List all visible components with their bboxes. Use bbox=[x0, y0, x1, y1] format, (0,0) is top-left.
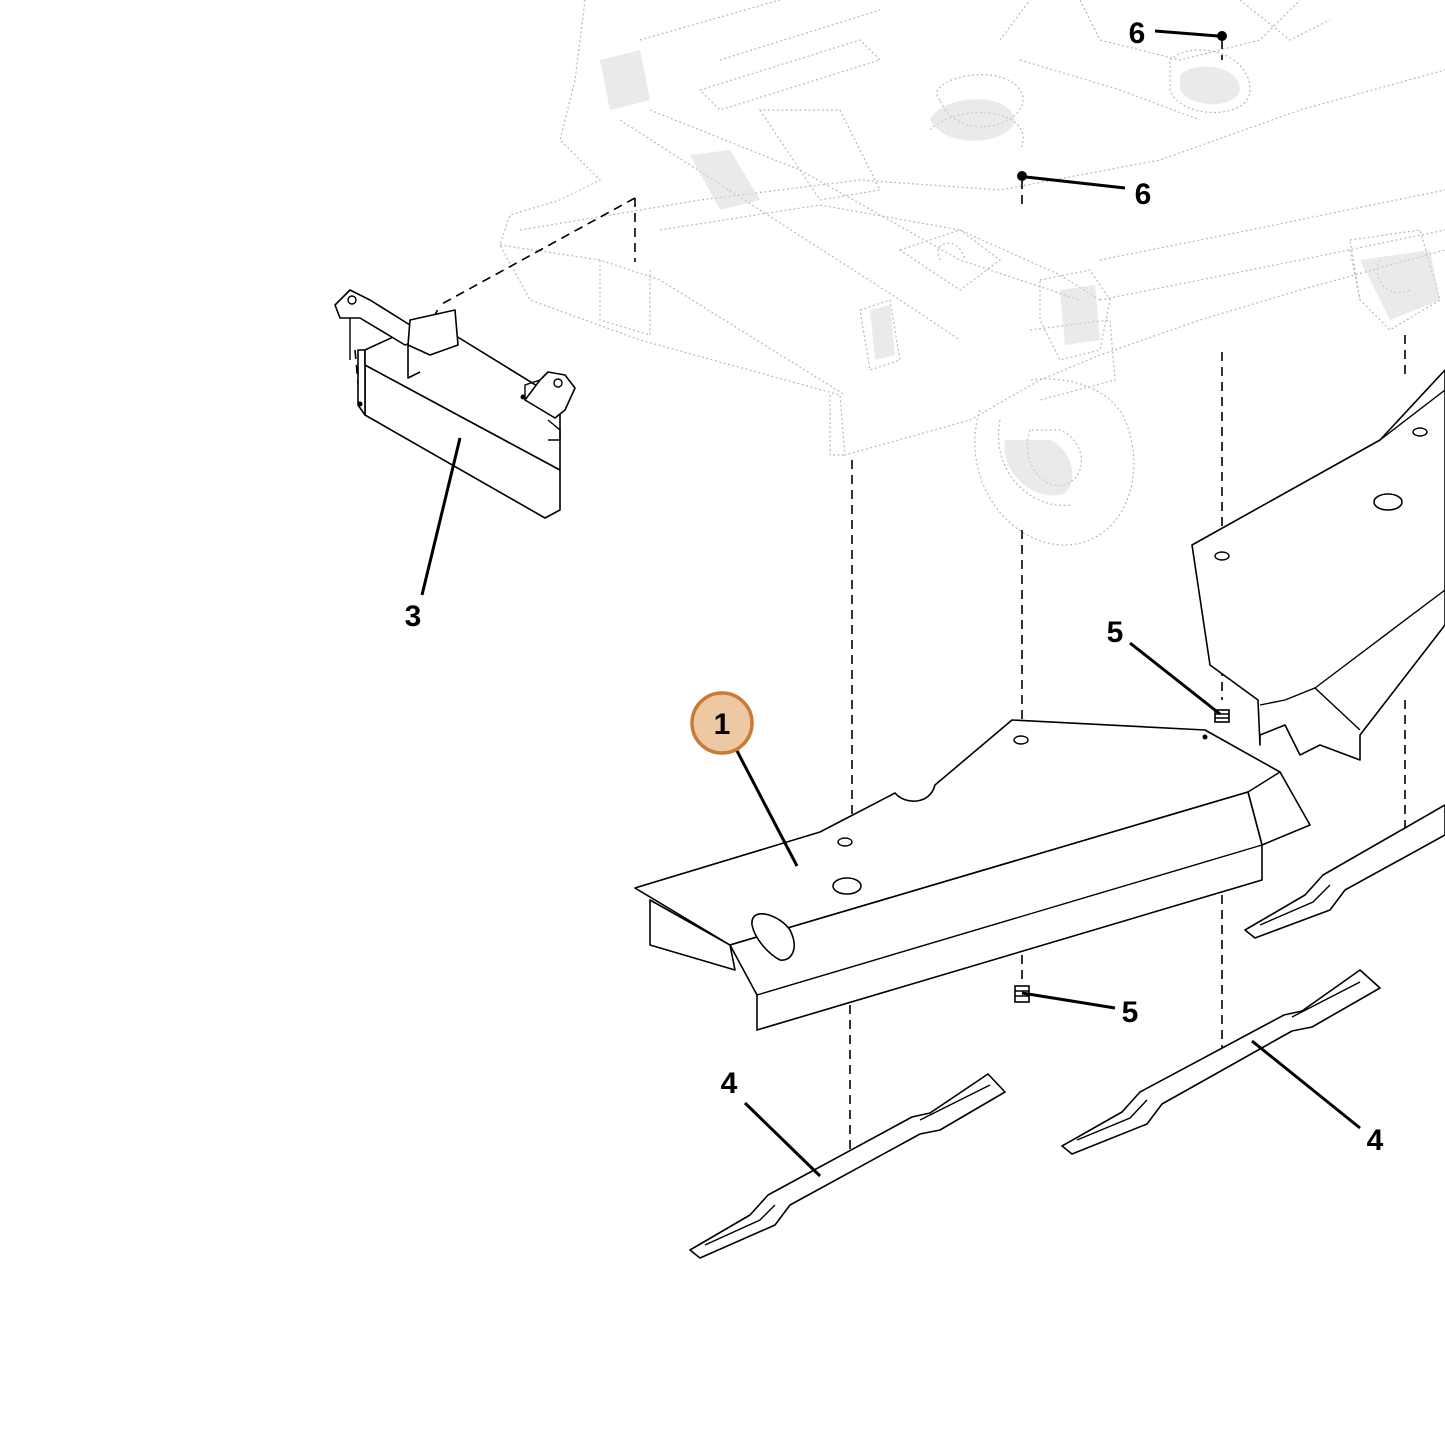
callout-6-middle[interactable]: 6 bbox=[1135, 178, 1152, 211]
nut-6-top bbox=[1217, 31, 1227, 41]
part-4-blade-left bbox=[689, 1073, 1006, 1259]
callout-4-left[interactable]: 4 bbox=[721, 1067, 738, 1100]
part-4-blade-right bbox=[1061, 969, 1381, 1155]
callout-5-upper[interactable]: 5 bbox=[1107, 616, 1124, 649]
callout-5-lower[interactable]: 5 bbox=[1122, 996, 1139, 1029]
part-3-bracket bbox=[334, 289, 576, 519]
part-4-blade-far-right bbox=[1244, 804, 1445, 939]
leader-lines bbox=[420, 29, 1361, 1178]
callout-4-right[interactable]: 4 bbox=[1367, 1124, 1384, 1157]
callout-3[interactable]: 3 bbox=[405, 600, 422, 633]
callout-1[interactable]: 1 bbox=[714, 708, 731, 741]
right-deck-cover bbox=[1191, 369, 1445, 761]
nut-6-middle bbox=[1017, 171, 1027, 181]
callout-labels: 1 3 4 4 5 5 6 6 bbox=[405, 17, 1384, 1157]
callout-1-highlight[interactable] bbox=[690, 691, 754, 755]
mower-deck-ghost bbox=[499, 0, 1445, 546]
part-1-deck-cover bbox=[634, 719, 1311, 1031]
callout-6-top[interactable]: 6 bbox=[1129, 17, 1146, 50]
